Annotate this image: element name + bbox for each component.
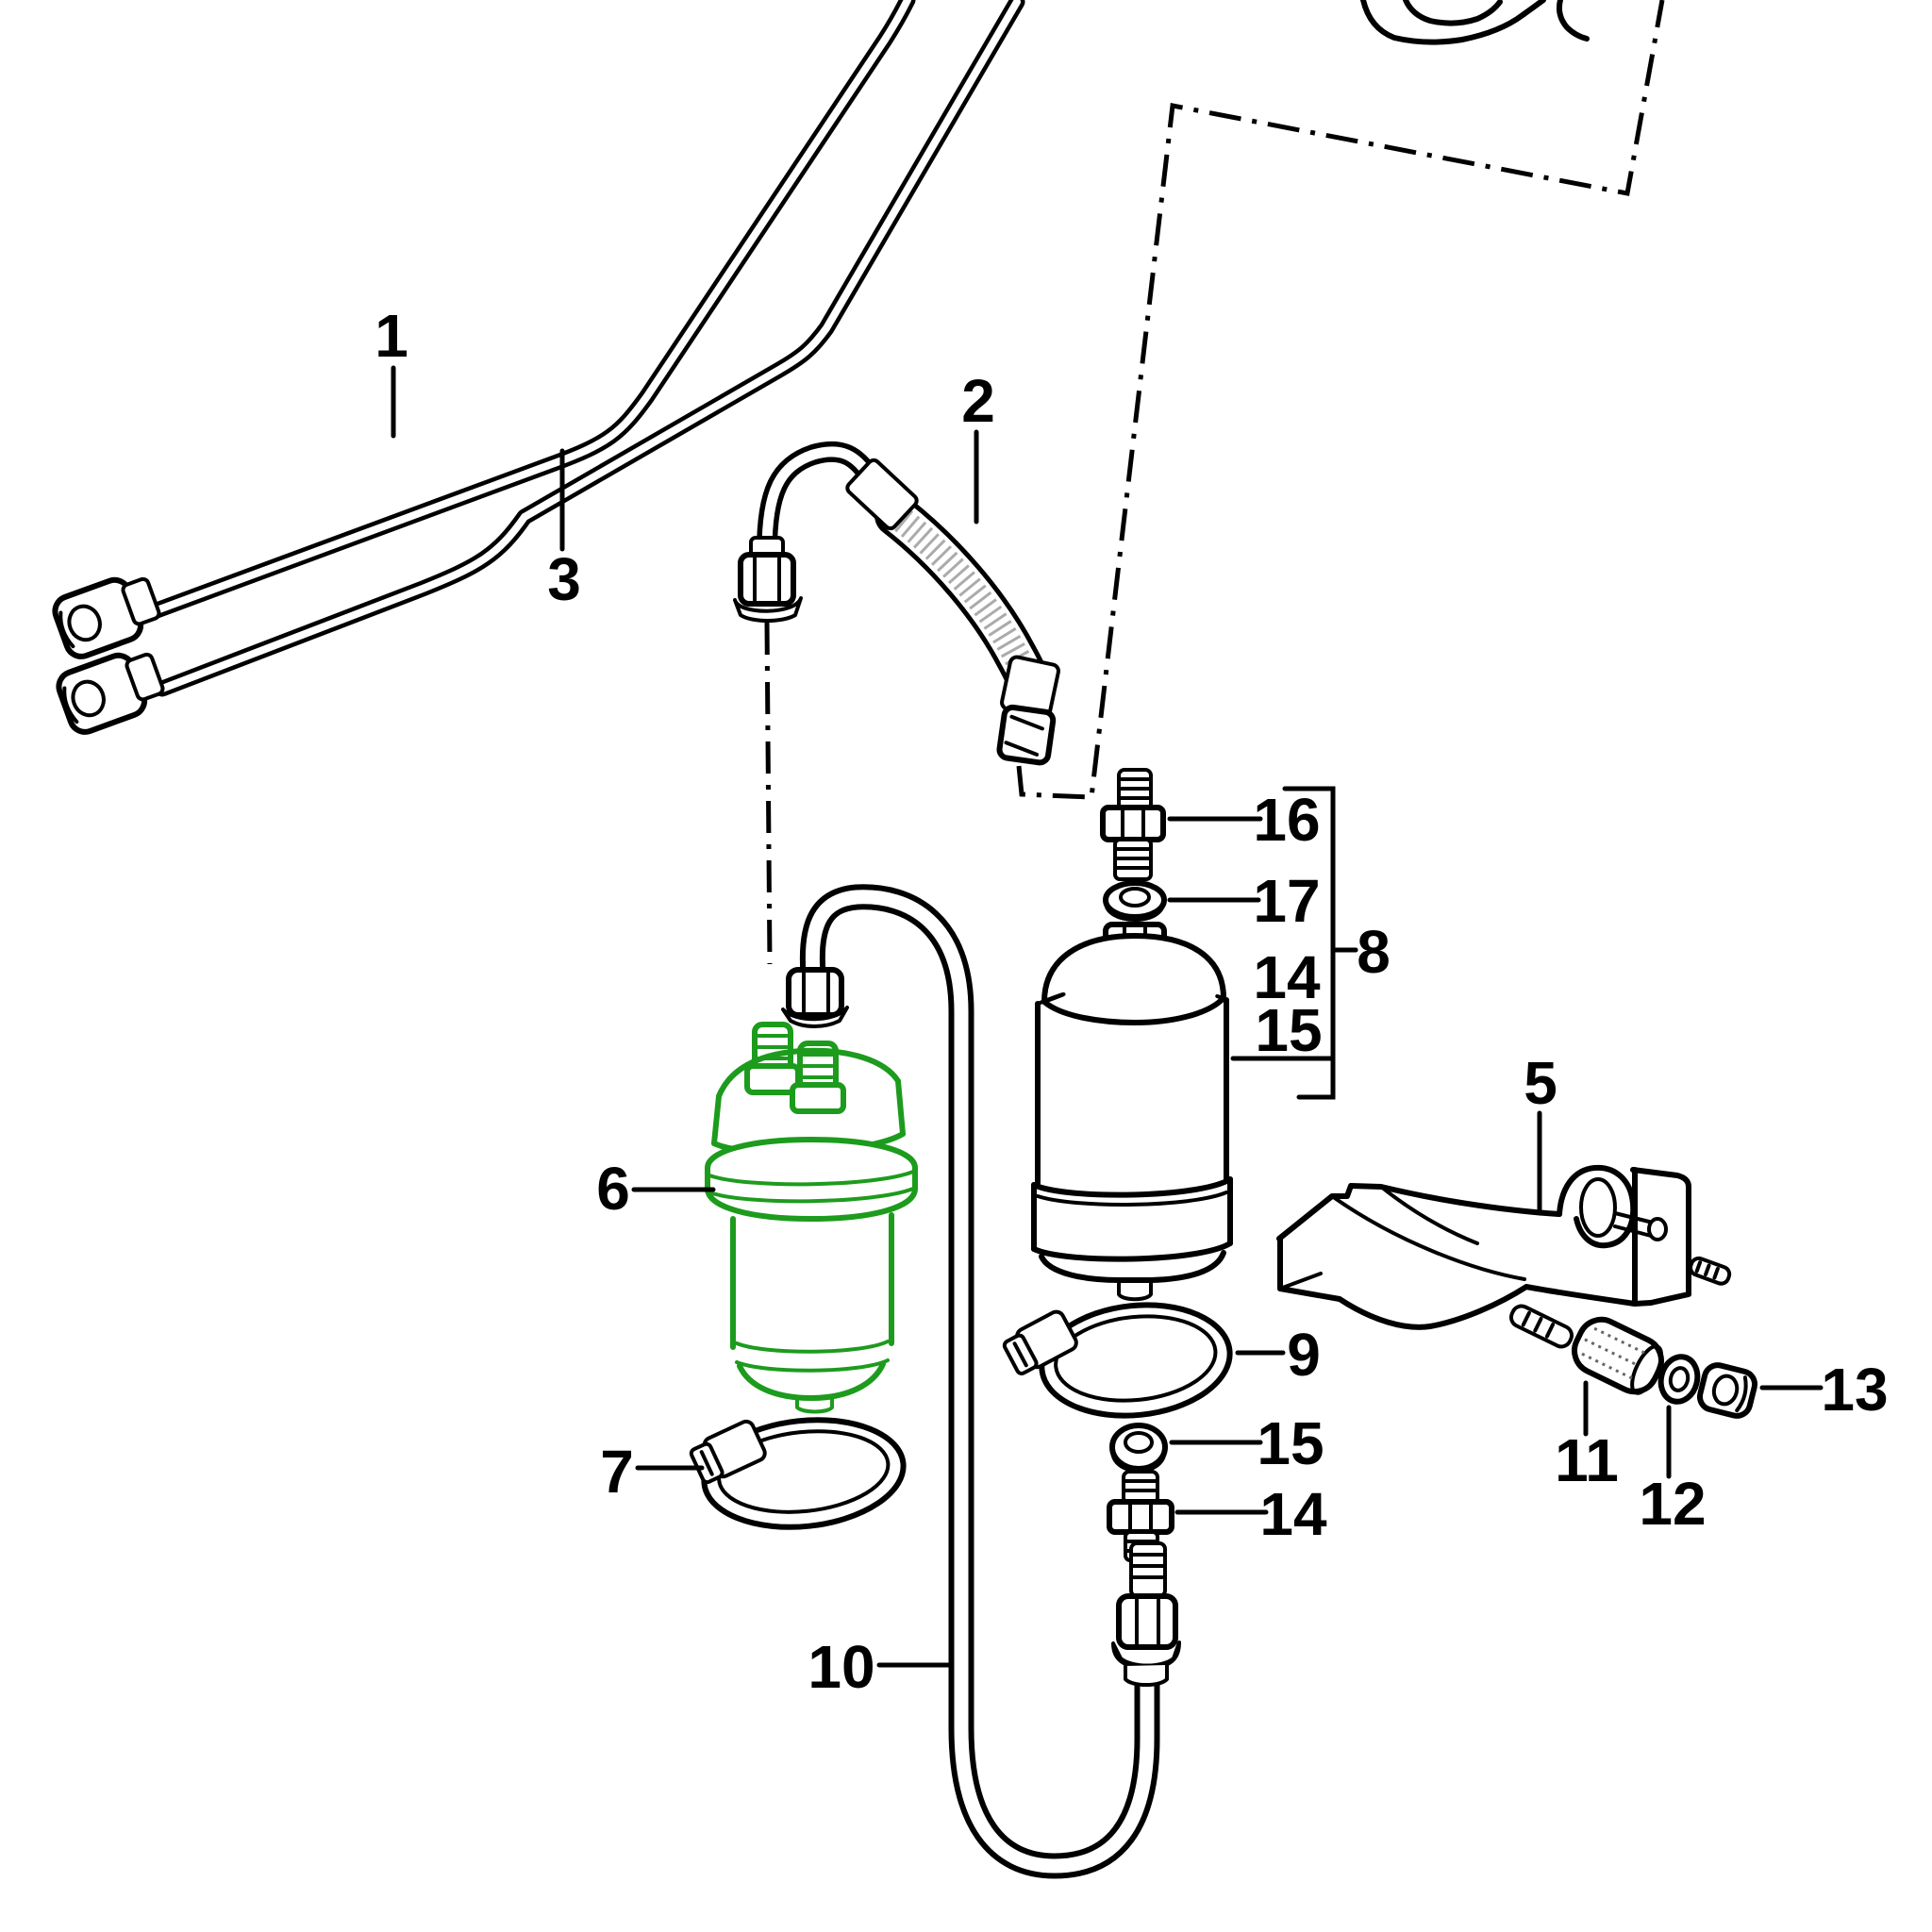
pump-port-right [790,1041,846,1114]
clamp-9-screw [1002,1309,1078,1375]
fitting-16 [1100,768,1166,881]
callout-15: 15 [1255,996,1322,1064]
callout-12: 12 [1639,1405,1707,1538]
pump-body [730,1212,894,1414]
callout-number-15: 15 [1257,1409,1324,1477]
hose-to-pump-projection-line [764,622,773,965]
hose-clamp-7 [689,1417,907,1530]
callout-10: 10 [808,1633,951,1701]
bracket-plate [1630,1167,1691,1306]
filter-cap [1041,933,1226,1025]
pump-outlet-nut [781,967,849,1028]
hose-clamp-9 [1002,1302,1233,1419]
callout-number-11: 11 [1555,1426,1619,1494]
callout-number-8: 8 [1357,918,1391,986]
tank-projection-line [1016,0,1665,800]
bracket-bottom-edge [1277,1236,1638,1330]
fuel-filter-8 [1031,922,1233,1302]
mounting-bracket-5 [1276,1164,1732,1349]
callout-17: 17 [1167,867,1321,935]
callout-number-10: 10 [808,1633,874,1701]
bracket-lower-stud [1508,1304,1574,1349]
callout-number-13: 13 [1821,1356,1888,1424]
callout-7: 7 [600,1438,705,1506]
fuel-pump-6-highlighted [705,1022,918,1414]
filter-body-sides [1035,997,1229,1186]
hose-2-ferrule [845,458,919,531]
callout-13: 13 [1759,1356,1889,1424]
washer-12 [1657,1354,1701,1405]
callout-number-3: 3 [547,545,581,613]
callout-number-9: 9 [1287,1321,1321,1389]
hose-10-end-fitting [1111,1541,1181,1687]
callout-1: 1 [375,302,408,439]
fuel-line-3-end-fitting [56,652,165,735]
nut-13 [1696,1362,1758,1419]
bracket-fold-line-2 [1379,1185,1479,1245]
hose-2-lower-nut [996,704,1057,766]
filter-bottom-nipple [1117,1278,1153,1302]
callout-2: 2 [961,367,995,525]
callout-16: 16 [1167,786,1321,854]
callout-number-6: 6 [596,1155,630,1223]
callout-8: 8 [1332,918,1391,986]
fuel-line-1-end-fitting [52,576,161,659]
callout-number-14: 14 [1253,943,1321,1011]
clamp-7-screw [689,1419,767,1485]
fuel-line-1 [141,0,916,622]
callout-number-12: 12 [1639,1470,1706,1538]
fuel-hose-2 [733,441,1060,766]
fuel-line-3 [154,0,1025,697]
callout-number-17: 17 [1253,867,1320,935]
callout-number-16: 16 [1253,786,1320,854]
callout-number-5: 5 [1524,1049,1557,1117]
callout-number-2: 2 [961,367,995,435]
callout-number-15: 15 [1255,996,1322,1064]
washer-15 [1109,1423,1168,1473]
pump-flange-ring [705,1137,918,1222]
projection-dashdot-lines [764,0,1665,965]
callout-14: 14 [1174,1480,1327,1548]
callout-9: 9 [1235,1321,1321,1389]
callout-6: 6 [596,1155,716,1223]
bracket-fold-line [1330,1194,1526,1281]
callout-14: 14 [1253,943,1321,1011]
hose-2-upper-nut [733,536,803,623]
rubber-buffer-11 [1572,1316,1664,1395]
filter-bottom-band [1031,1176,1233,1262]
callout-15: 15 [1169,1409,1324,1477]
bracket-grommet [1579,1177,1617,1238]
fuel-tank-corner-outline [1360,0,1590,45]
callout-number-1: 1 [375,302,408,370]
fuel-hose-10 [799,884,1160,1879]
callout-3: 3 [547,448,581,613]
bracket-right-stud [1689,1256,1732,1286]
callout-number-14: 14 [1259,1480,1327,1548]
callout-11: 11 [1555,1380,1619,1494]
filter-bottom-cup [1039,1250,1226,1283]
callout-number-7: 7 [600,1438,634,1506]
washer-17 [1103,880,1167,922]
callout-5: 5 [1524,1049,1557,1216]
